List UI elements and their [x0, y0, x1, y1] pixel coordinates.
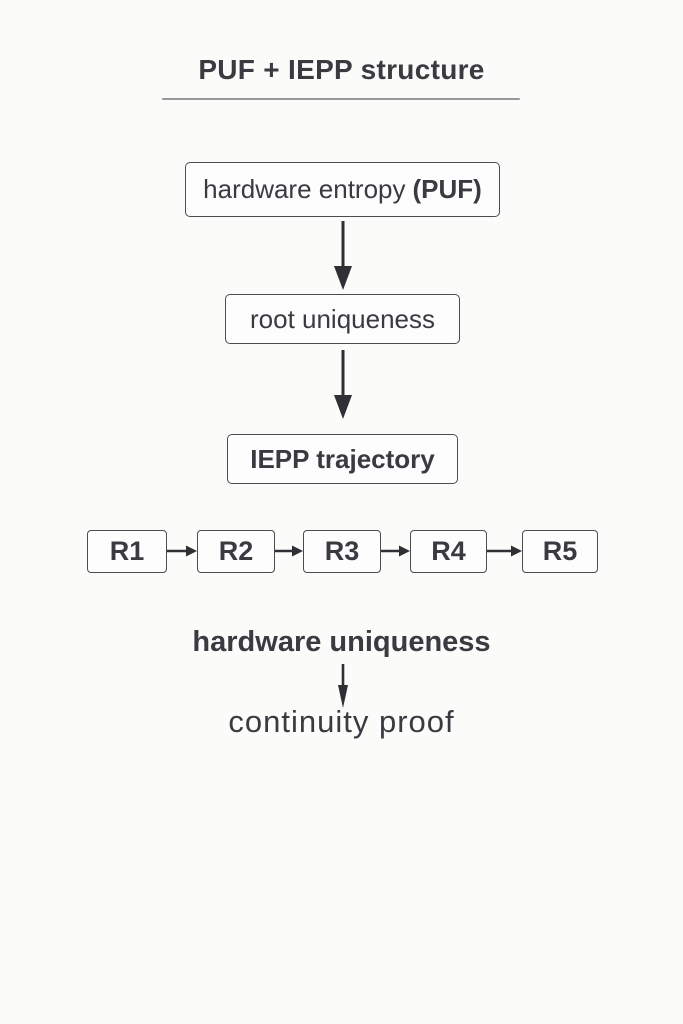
chain-label: R1: [109, 536, 145, 566]
chain-box-r1: R1: [87, 530, 167, 573]
flow-box-hardware-entropy: hardware entropy (PUF): [185, 162, 500, 217]
arrow-down-icon: [331, 221, 355, 291]
arrow-down-icon: [331, 350, 355, 420]
arrow-right-icon: [275, 543, 303, 559]
arrow-right-icon: [167, 543, 197, 559]
chain-box-r3: R3: [303, 530, 381, 573]
diagram-title: PUF + IEPP structure: [198, 54, 485, 85]
title-underline: [162, 98, 520, 100]
hardware-entropy-label: hardware entropy: [203, 174, 406, 204]
chain-box-r2: R2: [197, 530, 275, 573]
arrow-right-icon: [381, 543, 410, 559]
arrow-down-icon: [335, 664, 351, 709]
continuity-proof-label: continuity proof: [228, 704, 455, 739]
root-uniqueness-label: root uniqueness: [249, 303, 436, 334]
chain-label: R5: [542, 536, 578, 566]
chain-label: R4: [431, 536, 466, 566]
iepp-trajectory-label: IEPP trajectory: [250, 443, 435, 474]
arrow-right-icon: [487, 543, 522, 559]
flow-box-root-uniqueness: root uniqueness: [225, 294, 460, 344]
chain-label: R2: [218, 536, 254, 566]
chain-box-r5: R5: [522, 530, 598, 573]
hardware-uniqueness-label: hardware uniqueness: [192, 626, 491, 658]
chain-box-r4: R4: [410, 530, 487, 573]
chain-label: R3: [324, 536, 360, 566]
flow-box-iepp-trajectory: IEPP trajectory: [227, 434, 458, 484]
puf-label: (PUF): [412, 174, 482, 204]
